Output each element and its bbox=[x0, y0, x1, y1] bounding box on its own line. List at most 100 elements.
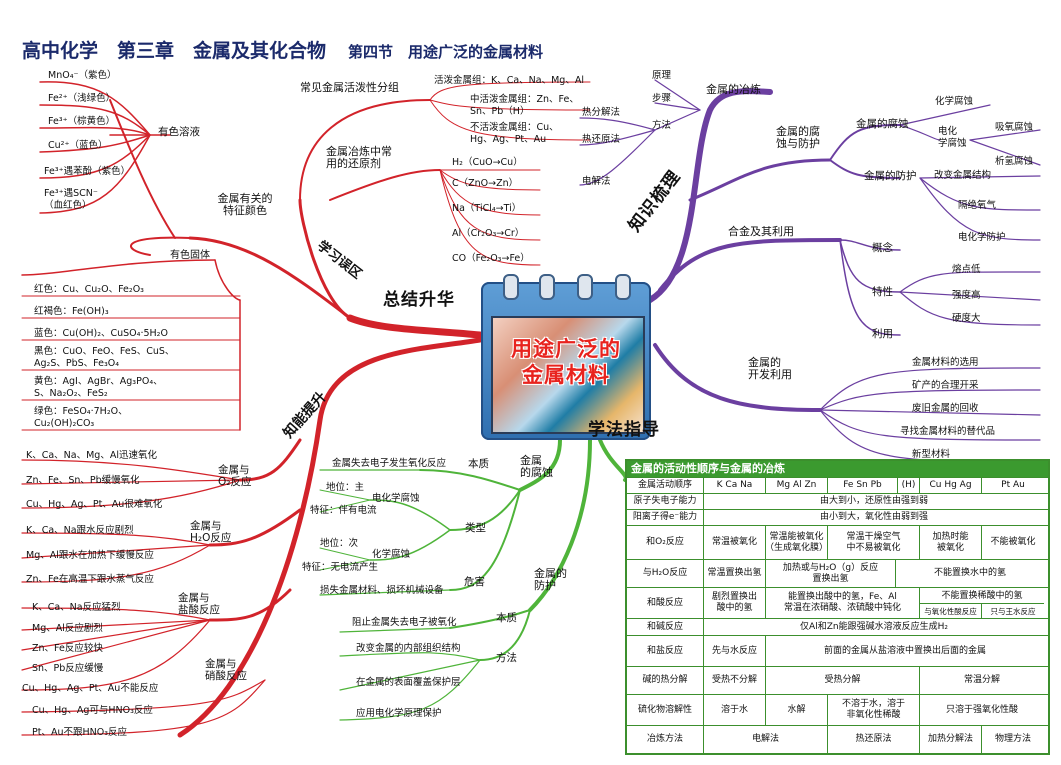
smelting-label: 金属的冶炼 bbox=[706, 83, 761, 96]
table-cell: 受热不分解 bbox=[703, 667, 765, 694]
reducer-item: CO（Fe₂O₃→Fe） bbox=[452, 253, 530, 264]
row-header: 和O₂反应 bbox=[646, 537, 684, 547]
alloy-prop: 强度高 bbox=[952, 290, 981, 301]
table-cell: 前面的金属从盐溶液中置换出后面的金属 bbox=[765, 636, 1044, 666]
protection-label: 金属的防护 bbox=[864, 170, 917, 182]
row-header: 与H₂O反应 bbox=[642, 568, 688, 578]
row-header: 硫化物溶解性 bbox=[637, 704, 692, 715]
hno3-label: 金属与 硝酸反应 bbox=[205, 658, 247, 682]
branch-method: 学法指导 bbox=[588, 420, 660, 440]
table-cell: 能置换出酸中的氢，Fe、Al 常温在浓硝酸、浓硫酸中钝化 bbox=[765, 588, 919, 618]
develop-item: 新型材料 bbox=[912, 449, 951, 460]
table-cell: 不能被氧化 bbox=[981, 526, 1044, 559]
alloy-label: 合金及其利用 bbox=[728, 225, 794, 238]
table-cell: 常温被氧化 bbox=[703, 526, 765, 559]
alloy-item: 概念 bbox=[872, 242, 893, 254]
row-header: 碱的热分解 bbox=[642, 675, 688, 685]
chem2-position: 地位：次 bbox=[320, 538, 359, 549]
solid-item: 红色：Cu、Cu₂O、Fe₂O₃ bbox=[34, 284, 144, 295]
table-cell: 剧烈置换出 酸中的氢 bbox=[703, 588, 765, 618]
smelting-item: 原理 bbox=[652, 70, 672, 81]
row-header: 和碱反应 bbox=[646, 621, 683, 632]
solid-item: 黄色：AgI、AgBr、Ag₃PO₄、 S、Na₂O₂、FeS₂ bbox=[34, 376, 163, 399]
smelting-method: 电解法 bbox=[582, 176, 611, 187]
table-cell: 由小到大，氧化性由弱到强 bbox=[703, 510, 1044, 525]
protection-item: 电化学防护 bbox=[958, 232, 1006, 243]
alloy-prop: 硬度大 bbox=[952, 313, 981, 324]
table-cell: 水解 bbox=[765, 695, 827, 725]
table-cell: 仅Al和Zn能跟强碱水溶液反应生成H₂ bbox=[703, 619, 1044, 635]
table-row: 金属活动顺序 K Ca Na Mg Al Zn Fe Sn Pb (H) Cu … bbox=[627, 477, 1048, 493]
table-row: 碱的热分解 受热不分解 受热分解 常温分解 bbox=[627, 666, 1048, 694]
develop-label: 金属的 开发利用 bbox=[748, 356, 792, 381]
solution-item: Fe³⁺（棕黄色） bbox=[48, 116, 116, 127]
solutions-label: 有色溶液 bbox=[158, 126, 200, 138]
hcl-label: 金属与 盐酸反应 bbox=[178, 592, 220, 616]
solution-item: MnO₄⁻（紫色） bbox=[48, 70, 117, 81]
protection-item: 改变金属结构 bbox=[934, 170, 992, 181]
table-cell: 电解法 bbox=[703, 726, 827, 753]
hno3-item: Cu、Hg、Ag可与HNO₃反应 bbox=[32, 705, 153, 716]
calendar-ring bbox=[615, 274, 631, 300]
p-method-item: 改变金属的内部组织结构 bbox=[356, 643, 461, 654]
table-cell: 不溶于水，溶于 非氧化性稀酸 bbox=[827, 695, 919, 725]
types-label: 类型 bbox=[465, 522, 486, 534]
protect-node: 金属的 防护 bbox=[534, 567, 567, 592]
table-row: 和O₂反应 常温被氧化 常温能被氧化 （生成氧化膜） 常温干燥空气 中不易被氧化… bbox=[627, 525, 1048, 559]
table-cell: 受热分解 bbox=[765, 667, 919, 694]
table-cell: 物理方法 bbox=[981, 726, 1044, 753]
row-header: 冶炼方法 bbox=[646, 734, 683, 744]
table-cell: 常温分解 bbox=[919, 667, 1044, 694]
row-header: 阳离子得e⁻能力 bbox=[632, 512, 698, 522]
hcl-item: Zn、Fe反应较快 bbox=[32, 643, 103, 654]
table-cell: 只溶于强氧化性酸 bbox=[919, 695, 1044, 725]
p-method-item: 在金属的表面覆盖保护层 bbox=[356, 677, 461, 688]
row-header: 金属活动顺序 bbox=[637, 480, 692, 490]
smelting-method: 热分解法 bbox=[582, 107, 621, 118]
table-cell: 只与王水反应 bbox=[981, 603, 1044, 618]
corrosion-label: 金属的腐蚀 bbox=[856, 118, 909, 130]
o2-label: 金属与 O₂反应 bbox=[218, 464, 252, 488]
table-cell: 加热分解法 bbox=[919, 726, 981, 753]
chem2-corrosion: 化学腐蚀 bbox=[372, 549, 411, 560]
table-cell: 由大到小，还原性由强到弱 bbox=[703, 494, 1044, 509]
table-row: 和盐反应 先与水反应 前面的金属从盐溶液中置换出后面的金属 bbox=[627, 635, 1048, 666]
table-cell: 加热时能 被氧化 bbox=[919, 526, 981, 559]
title-sub: 第四节 用途广泛的金属材料 bbox=[348, 43, 544, 61]
corrosion-protect-label: 金属的腐 蚀与防护 bbox=[776, 125, 820, 150]
activity-table: 金属的活动性顺序与金属的冶炼 金属活动顺序 K Ca Na Mg Al Zn F… bbox=[625, 459, 1050, 755]
alloy-prop: 熔点低 bbox=[952, 264, 981, 275]
activity-item: 中活泼金属组：Zn、Fe、 Sn、Pb（H） bbox=[470, 94, 579, 117]
row-header: 和盐反应 bbox=[646, 645, 683, 656]
center-calendar-icon: 用途广泛的 金属材料 bbox=[481, 274, 651, 440]
table-row: 和碱反应 仅Al和Zn能跟强碱水溶液反应生成H₂ bbox=[627, 618, 1048, 635]
solid-item: 红褐色：Fe(OH)₃ bbox=[34, 306, 109, 317]
row-header: 和酸反应 bbox=[646, 597, 683, 608]
electro-type: 吸氧腐蚀 bbox=[995, 122, 1034, 133]
h2o-label: 金属与 H₂O反应 bbox=[190, 520, 232, 544]
hcl-item: K、Ca、Na反应猛烈 bbox=[32, 602, 121, 613]
page-title: 高中化学 第三章 金属及其化合物第四节 用途广泛的金属材料 bbox=[22, 36, 543, 63]
hcl-item: Mg、Al反应剧烈 bbox=[32, 623, 103, 634]
corrosion-type: 电化 学腐蚀 bbox=[938, 126, 967, 149]
center-topic-line1: 用途广泛的 bbox=[511, 337, 621, 361]
chem-position: 地位：主 bbox=[326, 482, 365, 493]
p-method-label: 方法 bbox=[496, 652, 517, 664]
table-cell: Pt Au bbox=[981, 478, 1044, 493]
reducer-item: H₂（CuO→Cu） bbox=[452, 157, 523, 168]
solution-item: Cu²⁺（蓝色） bbox=[48, 140, 108, 151]
table-cell: 先与水反应 bbox=[703, 636, 765, 666]
harm-text: 损失金属材料、损坏机械设备 bbox=[320, 585, 444, 596]
p-method-item: 应用电化学原理保护 bbox=[356, 708, 442, 719]
reducer-item: Na（TiCl₄→Ti） bbox=[452, 203, 522, 214]
activity-item: 活泼金属组：K、Ca、Na、Mg、Al bbox=[434, 75, 584, 86]
row-header: 原子失电子能力 bbox=[633, 496, 697, 506]
develop-item: 寻找金属材料的替代品 bbox=[900, 426, 996, 437]
h2o-item: Zn、Fe在高温下跟水蒸气反应 bbox=[26, 574, 154, 585]
solution-item: Fe³⁺遇SCN⁻ （血红色） bbox=[44, 188, 98, 211]
table-cell: Mg Al Zn bbox=[765, 478, 827, 493]
table-row: 原子失电子能力 由大到小，还原性由强到弱 bbox=[627, 493, 1048, 509]
alloy-item: 利用 bbox=[872, 328, 893, 340]
solution-item: Fe³⁺遇苯酚（紫色） bbox=[44, 166, 131, 177]
